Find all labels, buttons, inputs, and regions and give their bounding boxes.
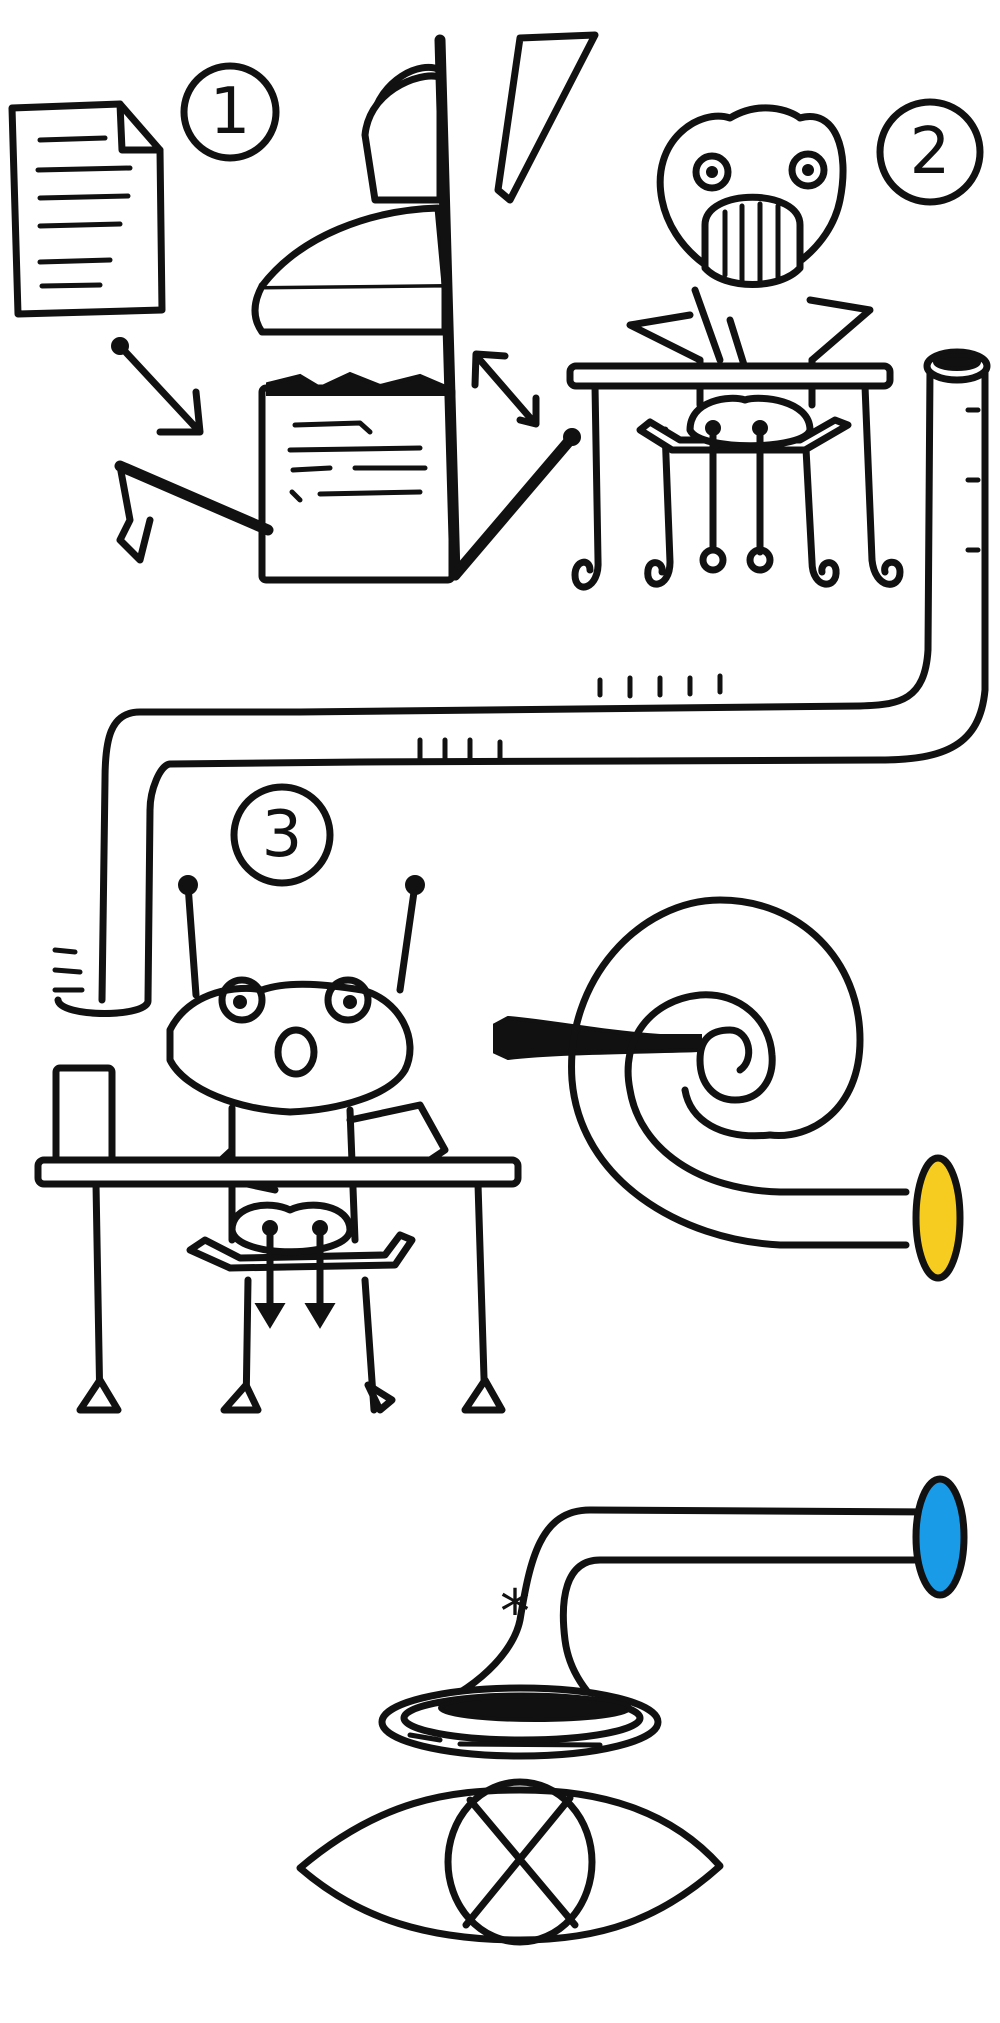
tube-icon — [52, 348, 991, 1017]
blue-tube-end — [912, 1475, 968, 1599]
step-2-scene: 2 — [566, 98, 984, 591]
cup-icon — [52, 1064, 116, 1172]
document-icon — [8, 100, 166, 318]
frog-icon — [166, 976, 449, 1244]
step-3-scene: 3 — [34, 783, 522, 1414]
desk-icon — [566, 362, 904, 591]
frog-icon — [626, 104, 874, 409]
step-1-scene: 1 — [8, 31, 599, 584]
arrow-icon — [111, 337, 204, 436]
yellow-tube-end — [912, 1154, 964, 1282]
step-1-number: 1 — [210, 75, 251, 149]
tube-mark: * — [500, 1577, 530, 1647]
step-3-badge: 3 — [230, 783, 334, 887]
step-3-number: 3 — [262, 798, 303, 872]
step-1-badge: 1 — [180, 62, 280, 162]
step-2-badge: 2 — [876, 98, 984, 206]
step-2-number: 2 — [910, 115, 951, 189]
printer-icon — [114, 31, 599, 584]
double-arrow-icon — [471, 350, 540, 428]
eye-icon — [296, 1778, 724, 1946]
desk-icon — [34, 1156, 522, 1414]
spiral-icon — [493, 896, 964, 1282]
funnel-icon: * — [378, 1475, 968, 1760]
